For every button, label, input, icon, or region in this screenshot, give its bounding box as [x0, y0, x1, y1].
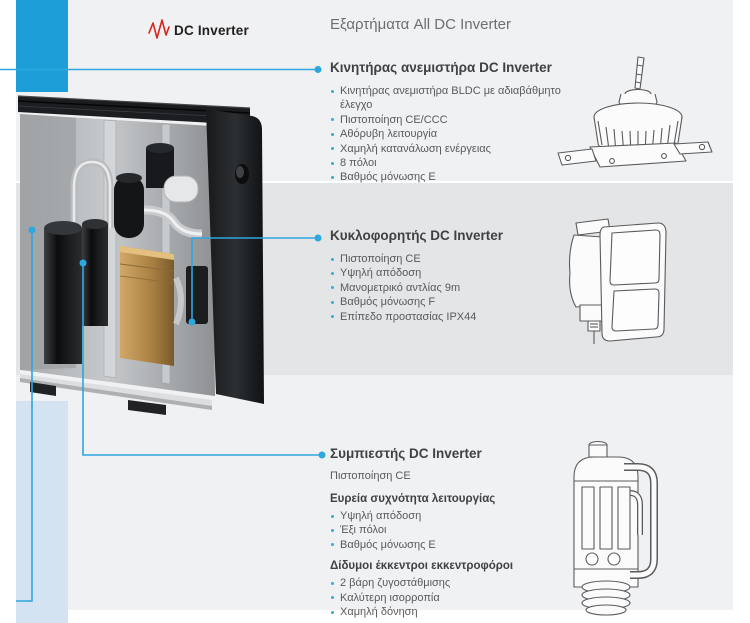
- bullet-item: Χαμηλή κατανάλωση ενέργειας: [330, 142, 580, 156]
- bullet-item: Επίπεδο προστασίας IPX44: [330, 310, 580, 324]
- bullet-list: 2 βάρη ζυγοστάθμισης Καλύτερη ισορροπία …: [330, 576, 580, 619]
- bullet-item: Μανομετρικό αντλίας 9m: [330, 281, 580, 295]
- section-compressor: Συμπιεστής DC Inverter Πιστοποίηση CE Ευ…: [330, 446, 580, 619]
- fan-motor-illustration: [557, 56, 713, 168]
- bullet-list: Υψηλή απόδοση Έξι πόλοι Βαθμός μόνωσης Ε: [330, 509, 580, 552]
- bullet-item: Καλύτερη ισορροπία: [330, 591, 580, 605]
- bullet-item: Βαθμός μόνωσης Ε: [330, 170, 580, 184]
- bullet-item: Πιστοποίηση CE: [330, 252, 580, 266]
- section-heading: Συμπιεστής DC Inverter: [330, 446, 482, 461]
- bullet-item: Βαθμός μόνωσης F: [330, 295, 580, 309]
- bullet-item: Κινητήρας ανεμιστήρα BLDC με αδιαβάθμητο…: [330, 84, 580, 113]
- bullet-item: Βαθμός μόνωσης Ε: [330, 538, 580, 552]
- subsection-heading: Ευρεία συχνότητα λειτουργίας: [330, 493, 496, 505]
- bullet-item: Έξι πόλοι: [330, 523, 580, 537]
- subsection-heading: Δίδυμοι έκκεντροι εκκεντροφόροι: [330, 560, 514, 573]
- section-heading: Κυκλοφορητής DC Inverter: [330, 228, 504, 243]
- bullet-item: 8 πόλοι: [330, 156, 580, 170]
- bullet-item: Αθόρυβη λειτουργία: [330, 127, 580, 141]
- dc-inverter-logo: DC Inverter: [148, 18, 249, 42]
- circulator-pump-illustration: [568, 218, 667, 344]
- section-circulator-pump: Κυκλοφορητής DC Inverter Πιστοποίηση CE …: [330, 228, 580, 324]
- certification-note: Πιστοποίηση CE: [330, 470, 411, 482]
- logo-text: DC Inverter: [174, 22, 249, 38]
- compressor-illustration: [573, 440, 658, 616]
- bullet-list: Πιστοποίηση CE Υψηλή απόδοση Μανομετρικό…: [330, 252, 580, 324]
- bullet-item: Πιστοποίηση CE/CCC: [330, 113, 580, 127]
- bullet-item: Χαμηλή δόνηση: [330, 605, 580, 619]
- bullet-item: Υψηλή απόδοση: [330, 509, 580, 523]
- red-zigzag-waveform-icon: [148, 19, 170, 39]
- pale-blue-panel: [16, 401, 68, 623]
- section-fan-motor: Κινητήρας ανεμιστήρα DC Inverter Κινητήρ…: [330, 60, 580, 185]
- section-heading: Κινητήρας ανεμιστήρα DC Inverter: [330, 60, 552, 75]
- bullet-item: Υψηλή απόδοση: [330, 266, 580, 280]
- page-title: Εξαρτήματα All DC Inverter: [330, 16, 511, 33]
- bullet-list: Κινητήρας ανεμιστήρα BLDC με αδιαβάθμητο…: [330, 84, 580, 185]
- blue-accent-bar: [16, 0, 68, 92]
- bullet-item: 2 βάρη ζυγοστάθμισης: [330, 576, 580, 590]
